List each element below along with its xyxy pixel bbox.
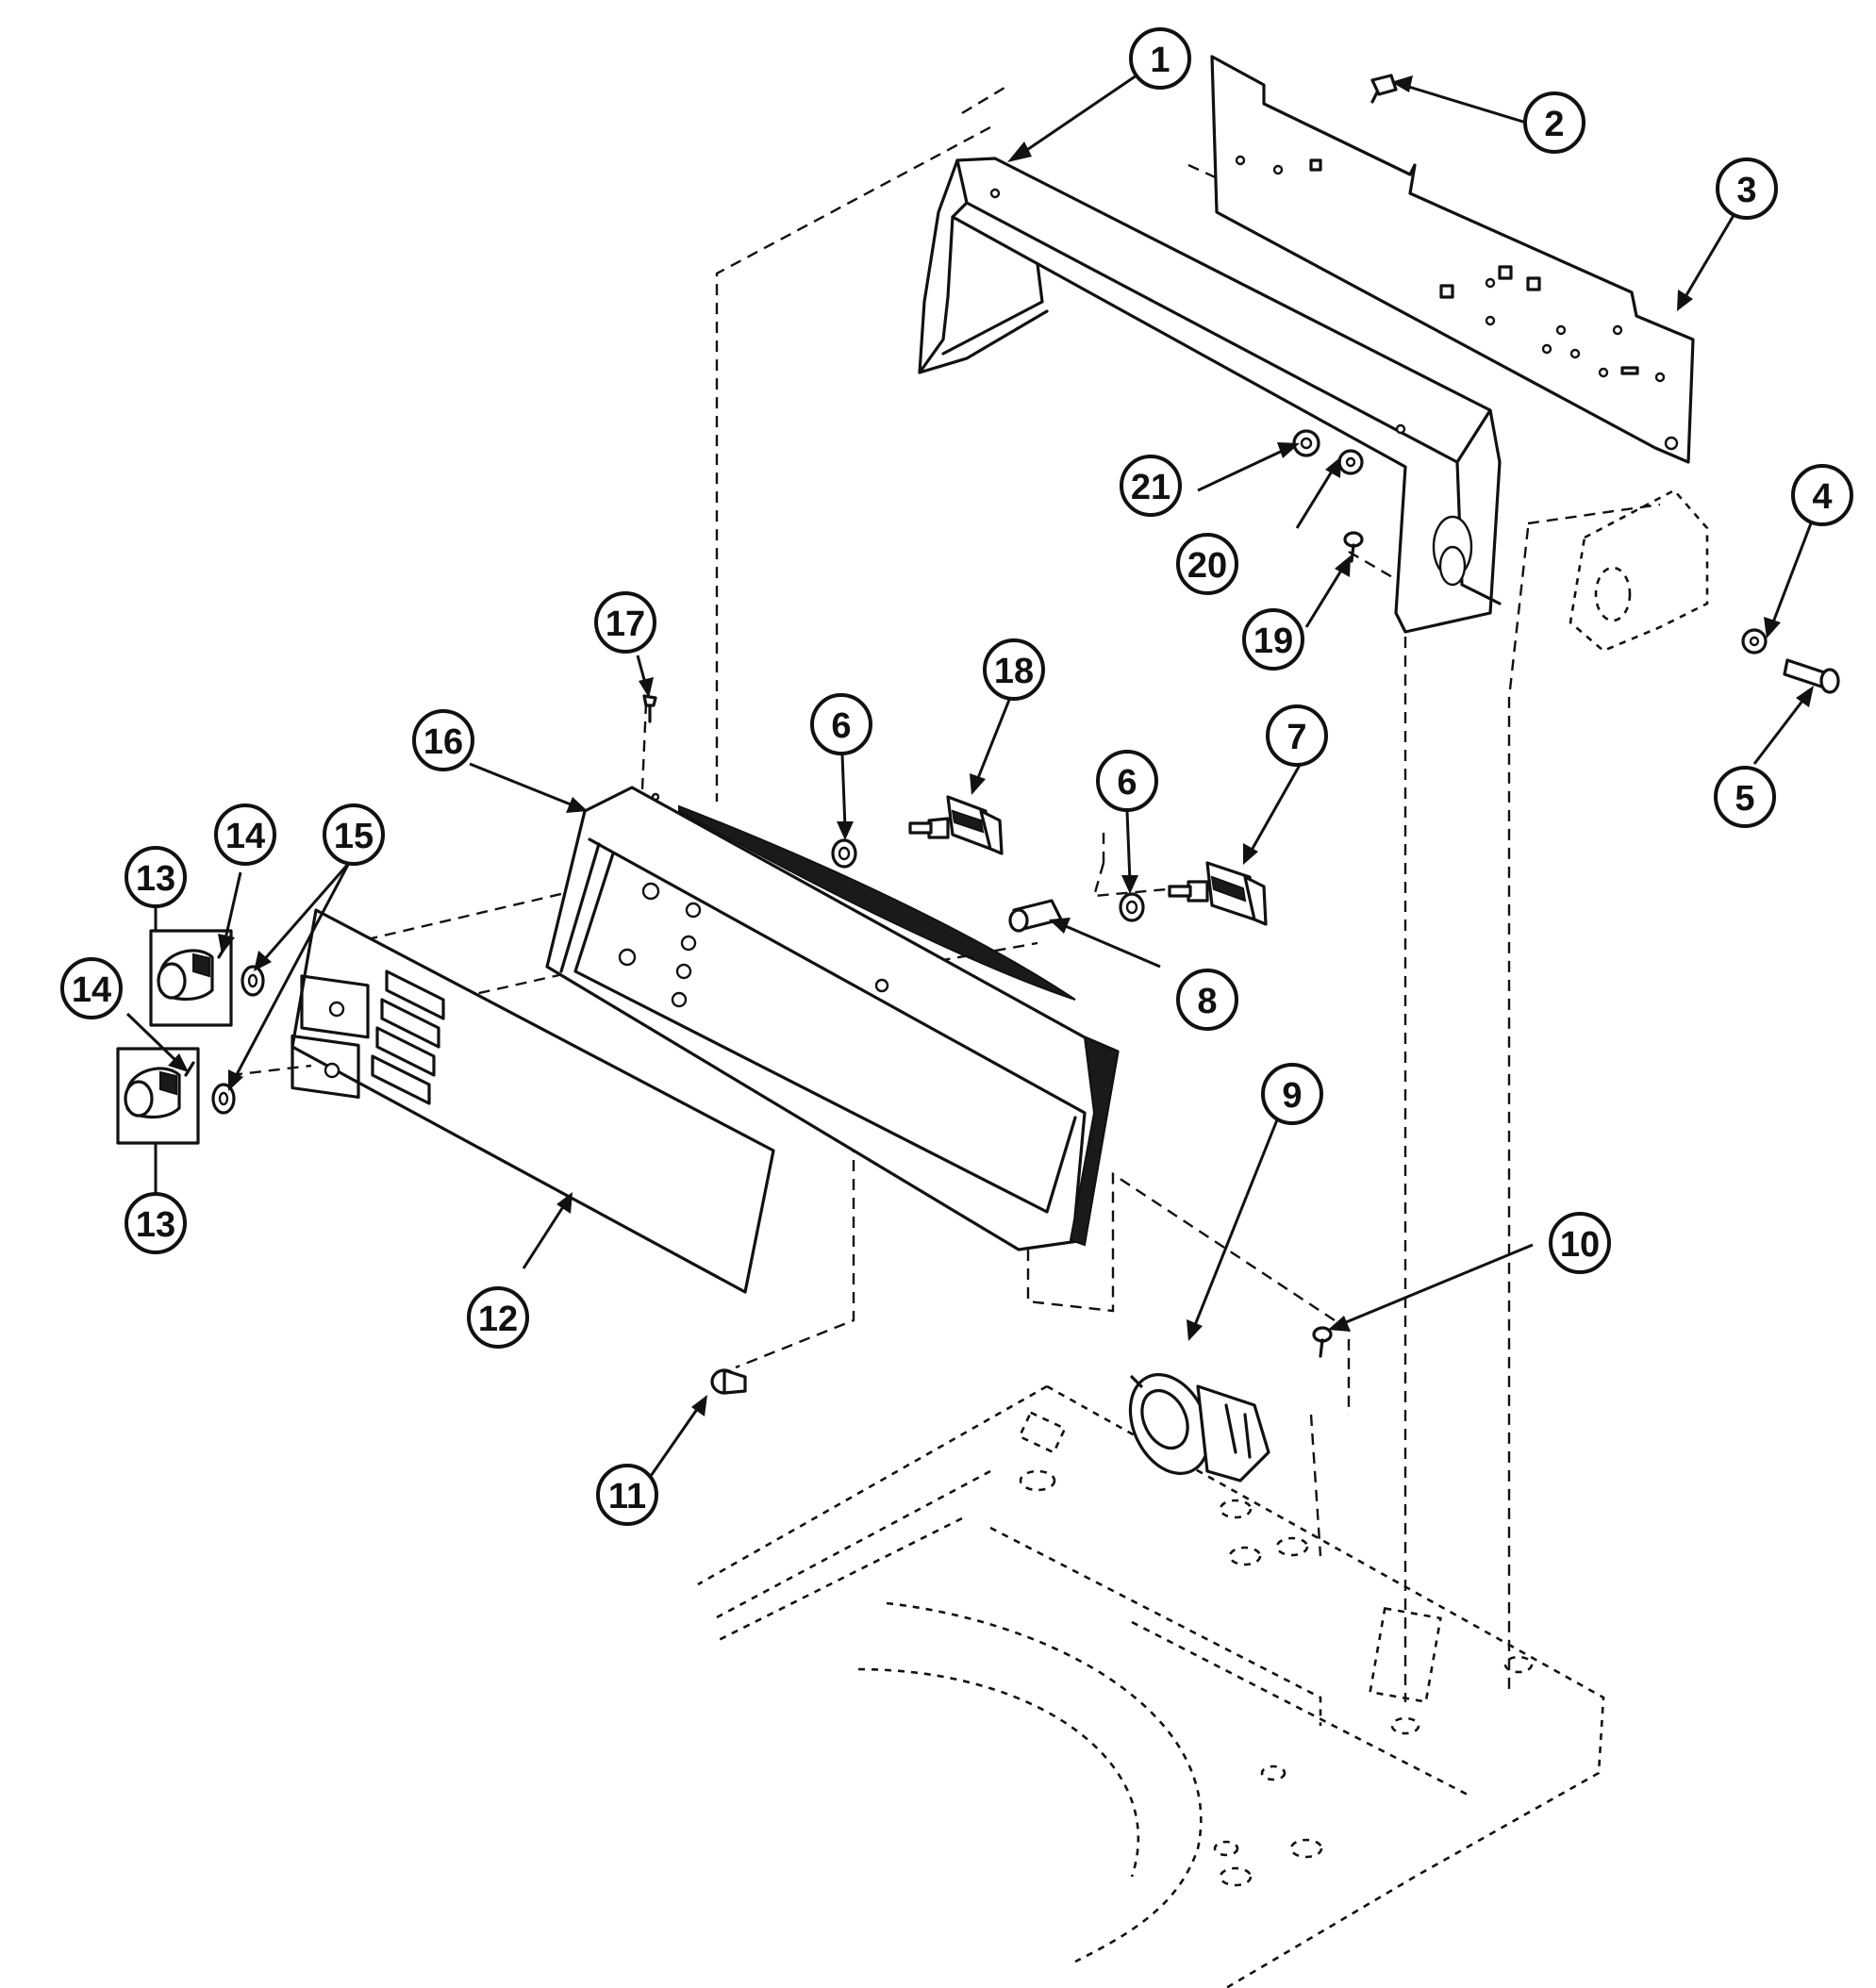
callout-label: 13: [136, 859, 175, 899]
knob-washer-lower: [211, 1083, 236, 1115]
cabinet-base-outline: [697, 1384, 1605, 1988]
knob-clip-lower: [184, 1061, 195, 1077]
washer-left: [831, 838, 857, 869]
callout-2: 2: [1523, 91, 1585, 154]
callout-label: 15: [334, 817, 374, 856]
callout-label: 9: [1282, 1076, 1302, 1116]
callout-5: 5: [1714, 766, 1776, 828]
callout-13-upper: 13: [125, 846, 187, 908]
knob-upper: [149, 929, 233, 1027]
callout-label: 16: [423, 722, 463, 762]
callout-label: 13: [136, 1205, 175, 1245]
callout-label: 7: [1287, 718, 1306, 757]
callout-19: 19: [1242, 608, 1304, 671]
callout-label: 10: [1560, 1225, 1600, 1265]
indicator-lamp: [1008, 899, 1063, 933]
console-panel: [545, 786, 1120, 1251]
selector-switch: [1168, 861, 1268, 926]
callout-label: 11: [608, 1477, 646, 1516]
star-washer-4: [1741, 628, 1768, 654]
callout-11: 11: [596, 1464, 658, 1526]
callout-6-left: 6: [810, 693, 872, 755]
callout-1: 1: [1129, 27, 1191, 90]
pressure-switch: [1128, 1373, 1270, 1483]
knob-lower: [116, 1047, 200, 1145]
console-overlay: [291, 908, 775, 1294]
callout-label: 14: [225, 817, 265, 856]
callout-label: 6: [831, 706, 851, 746]
callout-13-lower: 13: [125, 1192, 187, 1254]
callout-label: 3: [1736, 171, 1756, 210]
star-washer-20: [1337, 449, 1364, 475]
callout-10: 10: [1549, 1212, 1611, 1274]
callout-12: 12: [467, 1286, 529, 1349]
callout-label: 4: [1812, 477, 1832, 517]
screw-2: [1370, 74, 1398, 104]
screw-17: [642, 694, 657, 723]
console-bracket: [918, 157, 1502, 634]
screw-10: [1312, 1326, 1333, 1358]
callout-label: 19: [1253, 621, 1293, 661]
callout-label: 17: [606, 605, 645, 644]
callout-20: 20: [1176, 533, 1238, 595]
callout-label: 21: [1131, 468, 1170, 507]
rotary-switch: [908, 795, 1004, 855]
callout-label: 6: [1117, 763, 1137, 803]
callout-18: 18: [983, 638, 1045, 701]
timer-housing-ghost: [1569, 489, 1709, 653]
callout-label: 5: [1735, 779, 1754, 819]
callout-label: 12: [478, 1300, 518, 1339]
callout-label: 2: [1544, 105, 1564, 144]
callout-14-upper: 14: [214, 803, 276, 866]
callout-label: 14: [72, 970, 111, 1010]
callout-17: 17: [594, 591, 656, 654]
control-mounting-plate: [1210, 55, 1695, 464]
screw-19: [1343, 531, 1364, 563]
callout-21: 21: [1120, 455, 1182, 517]
callout-9: 9: [1261, 1063, 1323, 1125]
push-button-11: [710, 1368, 747, 1395]
knob-washer-upper: [241, 965, 265, 997]
callout-3: 3: [1716, 157, 1778, 220]
callout-14-lower: 14: [60, 957, 123, 1019]
callout-label: 1: [1150, 41, 1170, 80]
callout-16: 16: [412, 709, 474, 771]
callout-4: 4: [1791, 464, 1853, 526]
bolt-5: [1783, 658, 1840, 694]
callout-6-right: 6: [1096, 750, 1158, 812]
callout-7: 7: [1266, 704, 1328, 767]
leader-lines: [125, 74, 1814, 1477]
callout-label: 8: [1197, 982, 1217, 1021]
callout-label: 20: [1187, 546, 1227, 586]
callout-15: 15: [323, 803, 385, 866]
callout-8: 8: [1176, 969, 1238, 1031]
callout-label: 18: [994, 652, 1034, 691]
washer-right: [1119, 892, 1145, 922]
